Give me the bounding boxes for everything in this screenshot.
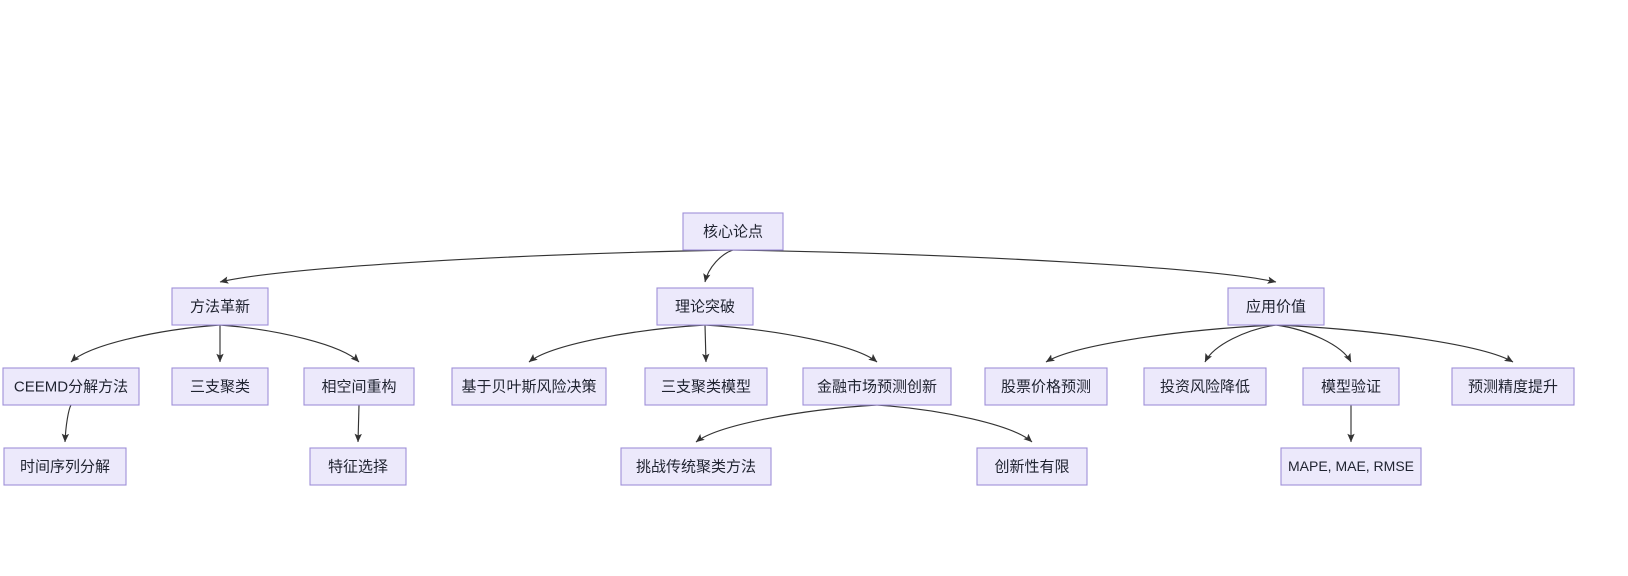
- node-l2j[interactable]: 预测精度提升: [1451, 367, 1575, 406]
- node-label: 创新性有限: [994, 458, 1069, 475]
- node-root[interactable]: 核心论点: [682, 212, 784, 251]
- node-l1b[interactable]: 理论突破: [656, 287, 754, 326]
- node-box[interactable]: [984, 367, 1108, 406]
- node-label: 相空间重构: [321, 378, 396, 395]
- edge-l2f-to-l3d: [876, 404, 1033, 443]
- edge-l1a-to-l2c: [219, 324, 360, 363]
- node-box[interactable]: [1227, 287, 1325, 326]
- node-box[interactable]: [309, 447, 407, 486]
- edge-l1c-to-l2g: [1045, 324, 1277, 363]
- node-box[interactable]: [451, 367, 607, 406]
- node-label: 特征选择: [328, 458, 388, 475]
- node-label: CEEMD分解方法: [14, 378, 128, 395]
- edges-layer: [61, 249, 1514, 443]
- node-label: 股票价格预测: [1001, 378, 1091, 395]
- node-box[interactable]: [171, 367, 269, 406]
- edge-l1a-to-l2a: [70, 324, 221, 363]
- node-l2b[interactable]: 三支聚类: [171, 367, 269, 406]
- node-l1c[interactable]: 应用价值: [1227, 287, 1325, 326]
- edge-l1b-to-l2d: [528, 324, 706, 363]
- node-box[interactable]: [2, 367, 140, 406]
- node-box[interactable]: [1143, 367, 1267, 406]
- node-l2h[interactable]: 投资风险降低: [1143, 367, 1267, 406]
- edge-l1c-to-l2i: [1275, 324, 1352, 363]
- edge-root-to-l1b: [703, 249, 734, 283]
- edge-l1b-to-l2f: [704, 324, 878, 363]
- node-label: 基于贝叶斯风险决策: [461, 378, 596, 395]
- node-label: 方法革新: [190, 298, 250, 315]
- node-label: MAPE, MAE, RMSE: [1288, 458, 1414, 474]
- node-box[interactable]: [802, 367, 952, 406]
- node-label: 挑战传统聚类方法: [636, 458, 756, 475]
- node-l3c[interactable]: 挑战传统聚类方法: [620, 447, 772, 486]
- node-l2g[interactable]: 股票价格预测: [984, 367, 1108, 406]
- node-label: 三支聚类模型: [661, 378, 751, 395]
- edge-l2f-to-l3c: [695, 404, 878, 443]
- node-box[interactable]: [1280, 447, 1422, 486]
- edge-l1c-to-l2h: [1204, 324, 1277, 363]
- edge-root-to-l1a: [219, 249, 734, 284]
- node-l2e[interactable]: 三支聚类模型: [644, 367, 768, 406]
- node-box[interactable]: [3, 447, 127, 486]
- node-l2f[interactable]: 金融市场预测创新: [802, 367, 952, 406]
- edge-l2a-to-l3a: [61, 404, 72, 443]
- node-l3b[interactable]: 特征选择: [309, 447, 407, 486]
- node-box[interactable]: [171, 287, 269, 326]
- node-box[interactable]: [620, 447, 772, 486]
- edge-root-to-l1c: [732, 249, 1277, 284]
- node-label: 模型验证: [1321, 378, 1381, 395]
- node-box[interactable]: [303, 367, 415, 406]
- node-l3a[interactable]: 时间序列分解: [3, 447, 127, 486]
- node-l2i[interactable]: 模型验证: [1302, 367, 1400, 406]
- node-l2c[interactable]: 相空间重构: [303, 367, 415, 406]
- node-label: 投资风险降低: [1160, 378, 1250, 395]
- edge-l1c-to-l2j: [1275, 324, 1514, 363]
- node-l3d[interactable]: 创新性有限: [976, 447, 1088, 486]
- node-l1a[interactable]: 方法革新: [171, 287, 269, 326]
- node-label: 时间序列分解: [20, 458, 110, 475]
- node-box[interactable]: [644, 367, 768, 406]
- node-box[interactable]: [682, 212, 784, 251]
- node-label: 核心论点: [703, 223, 763, 240]
- node-label: 理论突破: [675, 298, 735, 315]
- node-box[interactable]: [1302, 367, 1400, 406]
- node-label: 金融市场预测创新: [817, 378, 937, 395]
- node-l2d[interactable]: 基于贝叶斯风险决策: [451, 367, 607, 406]
- node-label: 应用价值: [1246, 297, 1306, 315]
- node-box[interactable]: [656, 287, 754, 326]
- node-label: 三支聚类: [190, 378, 250, 395]
- node-l2a[interactable]: CEEMD分解方法: [2, 367, 140, 406]
- edge-l2c-to-l3b: [354, 404, 362, 443]
- node-l3e[interactable]: MAPE, MAE, RMSE: [1280, 447, 1422, 486]
- node-box[interactable]: [1451, 367, 1575, 406]
- node-box[interactable]: [976, 447, 1088, 486]
- node-label: 预测精度提升: [1468, 378, 1558, 395]
- edge-l1b-to-l2e: [702, 324, 710, 363]
